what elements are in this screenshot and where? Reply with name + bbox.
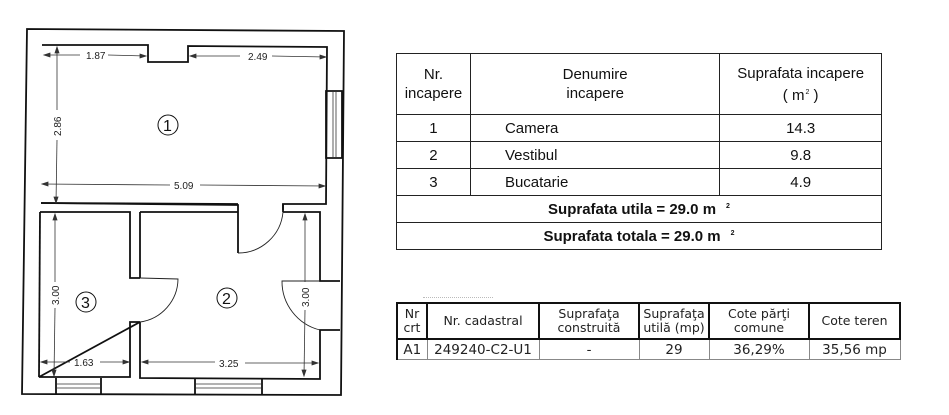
cell-area: 14.3: [719, 114, 882, 142]
dim-room3-height: 3.00: [51, 285, 62, 305]
header-text: Denumire: [562, 66, 628, 83]
total-totala: Suprafata totala = 29.0 m 2: [396, 222, 882, 250]
cell-nr-crt: A1: [396, 338, 428, 360]
dim-room2-height: 3.00: [301, 287, 312, 307]
decorative-dots: [423, 297, 493, 299]
header-nr-incapere: Nr. incapere: [396, 53, 471, 115]
rooms-area-table: Nr. incapere Denumire incapere Suprafata i…: [396, 53, 882, 250]
cell-cote-teren: 35,56 mp: [808, 338, 901, 360]
header-text: Cote părţi: [727, 306, 791, 321]
cell-nr: 1: [396, 114, 471, 142]
floor-plan-drawing: 1.87 2.49 5.09 2.86 3.00 3.00 1.63 3.25 …: [21, 28, 345, 396]
header-text: Suprafata incapere: [737, 64, 865, 82]
total-utila-text: Suprafata utila = 29.0 m: [548, 200, 717, 218]
total-totala-row: Suprafata totala = 29.0 m 2: [396, 222, 882, 250]
header-denumire: Denumire incapere: [469, 53, 721, 115]
dim-room2-width: 3.25: [219, 359, 239, 370]
header-text: incapere: [566, 85, 624, 102]
total-totala-text: Suprafata totala = 29.0 m: [543, 227, 721, 245]
total-utila: Suprafata utila = 29.0 m 2: [396, 195, 882, 223]
unit-sup: 2: [805, 88, 810, 96]
header-text: Suprafaţa: [558, 306, 620, 321]
header-text: construită: [557, 320, 621, 335]
header-suprafata: Suprafata incapere ( m2 ): [719, 53, 882, 115]
unit-text: ( m: [782, 86, 805, 104]
header-nr-cadastral: Nr. cadastral: [426, 302, 540, 340]
table-row: 3 Bucatarie 4.9: [396, 168, 882, 196]
room-number-1: 1: [163, 118, 172, 135]
dim-room1-height: 2.86: [53, 116, 64, 136]
unit-text: ): [809, 86, 819, 104]
floor-plan: 1.87 2.49 5.09 2.86 3.00 3.00 1.63 3.25 …: [0, 0, 360, 415]
header-text: Suprafaţa: [643, 306, 705, 321]
cell-nr: 3: [396, 168, 471, 196]
table-row: 2 Vestibul 9.8: [396, 141, 882, 169]
dim-room1-right-width: 2.49: [248, 52, 268, 63]
header-text: utilă (mp): [643, 320, 705, 335]
cell-name: Bucatarie: [469, 168, 721, 196]
header-text: Nr: [404, 306, 420, 321]
room-number-2: 2: [222, 291, 231, 308]
cell-nr-cadastral: 249240-C2-U1: [426, 338, 540, 360]
cell-cote-parti-comune: 36,29%: [708, 338, 810, 360]
table-row: A1 249240-C2-U1 - 29 36,29% 35,56 mp: [396, 338, 901, 360]
cell-area: 4.9: [719, 168, 882, 196]
total-utila-row: Suprafata utila = 29.0 m 2: [396, 195, 882, 223]
room-number-3: 3: [81, 295, 90, 312]
area-unit: ( m2 ): [783, 87, 819, 104]
dim-room3-width: 1.63: [74, 358, 94, 369]
cell-suprafata-utila: 29: [638, 338, 710, 360]
cell-nr: 2: [396, 141, 471, 169]
header-cote-teren: Cote teren: [808, 302, 901, 340]
header-text: comune: [733, 320, 785, 335]
cell-suprafata-construita: -: [538, 338, 640, 360]
cell-name: Camera: [469, 114, 721, 142]
total-totala-sup: 2: [730, 229, 735, 237]
cell-area: 9.8: [719, 141, 882, 169]
header-text: Nr.: [423, 66, 444, 83]
header-text: crt: [403, 320, 421, 335]
total-utila-sup: 2: [726, 202, 730, 210]
cell-name: Vestibul: [469, 141, 721, 169]
rooms-table-header: Nr. incapere Denumire incapere Suprafata i…: [396, 53, 882, 115]
dim-room1-total-width: 5.09: [174, 181, 194, 192]
header-text: incapere: [404, 85, 463, 102]
table-row: 1 Camera 14.3: [396, 114, 882, 142]
dim-room1-left-width: 1.87: [86, 51, 106, 62]
